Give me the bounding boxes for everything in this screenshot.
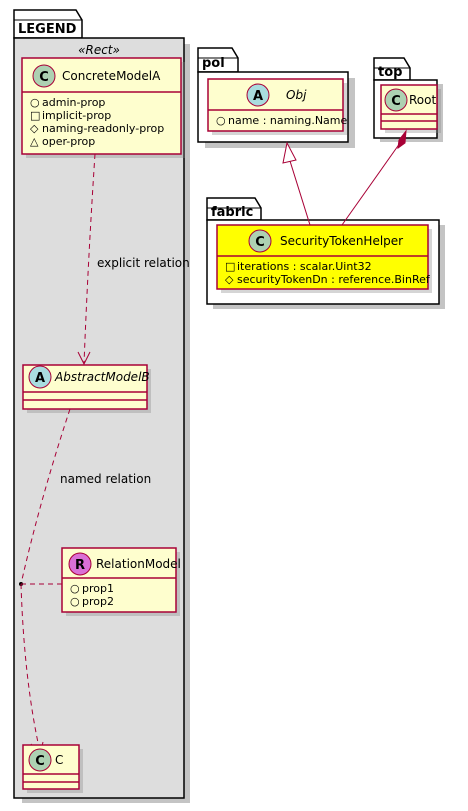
explicit-relation-arrow: explicit relation (77, 153, 190, 366)
pol-package-label: pol (202, 56, 225, 71)
abstract-circle-icon (246, 83, 270, 107)
legend-package: LEGEND «Rect» (13, 9, 190, 803)
attr-security-token-dn: securityTokenDn : reference.BinRef (237, 273, 431, 286)
explicit-relation-label: explicit relation (97, 256, 190, 270)
class-c-circle-icon (384, 88, 408, 112)
attr-marker: ◇ (225, 273, 234, 286)
relation-model-class[interactable]: R RelationModel ○ prop1 ○ prop2 (61, 547, 181, 616)
named-relation-label: named relation (60, 472, 151, 486)
obj-class[interactable]: A Obj ○ name : naming.Name (207, 78, 348, 135)
class-c[interactable]: C C (22, 744, 83, 793)
obj-circle-letter: A (253, 89, 263, 104)
attr-marker: □ (30, 109, 40, 122)
fabric-package-label: fabric (211, 205, 253, 220)
class-c-circle-icon (32, 64, 56, 88)
attr-marker: ○ (70, 582, 80, 595)
attr-marker: ○ (216, 114, 226, 127)
class-c-circle-letter: C (35, 754, 45, 769)
security-token-helper-name: SecurityTokenHelper (280, 234, 403, 248)
attr-marker: ○ (30, 96, 40, 109)
class-c-circle-icon (248, 229, 272, 253)
relation-model-name: RelationModel (96, 557, 181, 571)
inheritance-arrow (282, 141, 311, 226)
top-package-label: top (378, 65, 402, 80)
attr-name: name : naming.Name (228, 114, 348, 127)
security-token-helper-circle-letter: C (255, 235, 265, 250)
legend-stereotype: «Rect» (78, 43, 120, 57)
relation-model-circle-letter: R (75, 558, 85, 573)
abstract-model-b-class[interactable]: A AbstractModelB (22, 364, 151, 413)
concrete-model-a-name: ConcreteModelA (62, 69, 161, 83)
attr-prop1: prop1 (82, 582, 114, 595)
attr-admin-prop: admin-prop (42, 96, 105, 109)
attr-marker: △ (30, 135, 39, 148)
abstract-model-b-circle-letter: A (35, 371, 45, 386)
root-name: Root (409, 93, 436, 107)
concrete-model-a-class[interactable]: C ConcreteModelA ○ admin-prop □ implicit… (21, 57, 185, 158)
relation-circle-icon (68, 552, 92, 576)
security-token-helper-class[interactable]: C SecurityTokenHelper □ iterations : sca… (216, 224, 432, 293)
attr-iterations: iterations : scalar.Uint32 (237, 260, 372, 273)
attr-implicit-prop: implicit-prop (42, 109, 111, 122)
attr-naming-readonly-prop: naming-readonly-prop (42, 122, 164, 135)
concrete-model-a-circle-letter: C (39, 70, 49, 85)
class-c-circle-icon (28, 748, 52, 772)
abstract-model-b-name: AbstractModelB (54, 370, 150, 384)
attr-oper-prop: oper-prop (42, 135, 95, 148)
attr-prop2: prop2 (82, 595, 114, 608)
attr-marker: ◇ (30, 122, 39, 135)
composition-link (341, 129, 407, 226)
obj-name: Obj (286, 88, 307, 102)
abstract-circle-icon (28, 365, 52, 389)
legend-package-label: LEGEND (18, 22, 77, 37)
attr-marker: □ (225, 260, 235, 273)
class-c-name: C (55, 753, 63, 767)
root-circle-letter: C (391, 94, 401, 109)
root-class[interactable]: C Root (380, 84, 441, 133)
attr-marker: ○ (70, 595, 80, 608)
